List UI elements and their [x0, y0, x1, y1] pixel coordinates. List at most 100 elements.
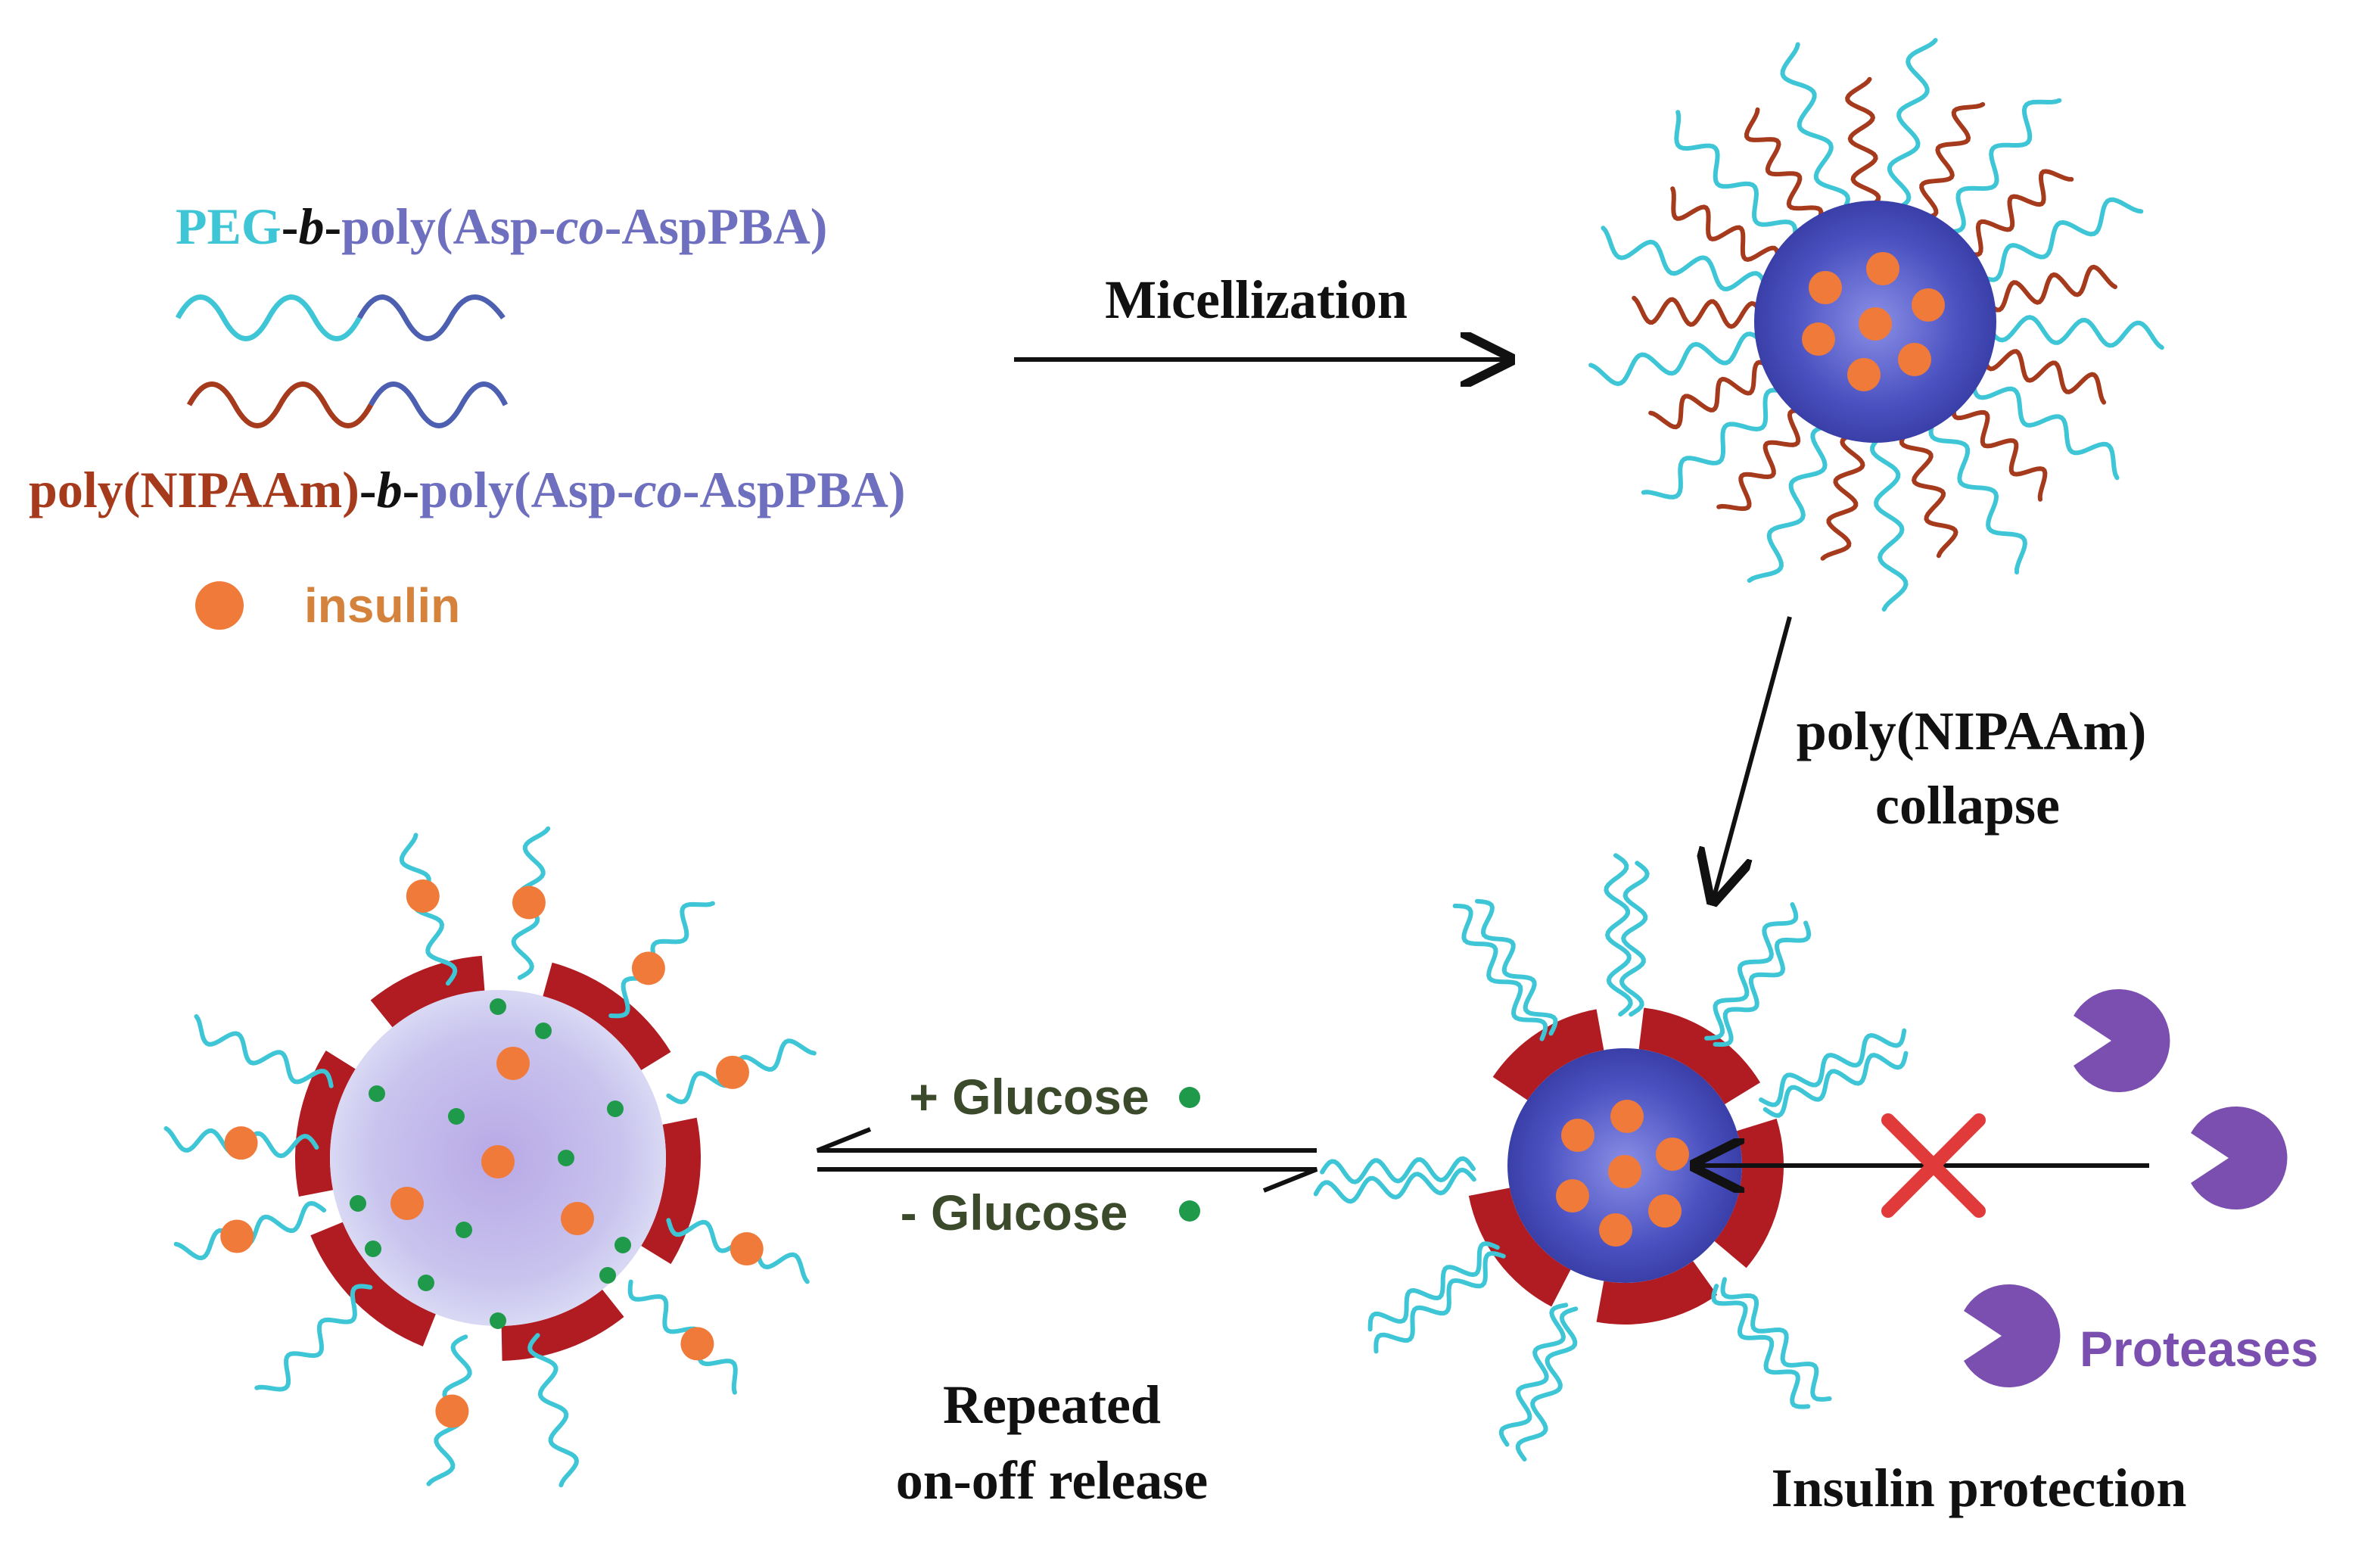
nipaam-chain-swatch-tail	[368, 381, 509, 428]
glucose-molecule	[365, 1240, 381, 1257]
collapse-label-line1: poly(NIPAAm)	[1797, 701, 2147, 761]
micellization-label: Micellization	[1105, 269, 1408, 330]
peg-chain	[254, 1284, 373, 1392]
nipaam-chain	[1984, 264, 2117, 313]
peg-chain	[1367, 1241, 1500, 1332]
glucose-molecule	[418, 1275, 434, 1291]
insulin-particle	[1859, 307, 1892, 341]
peg-chain	[1762, 1051, 1909, 1118]
peg-chain	[1986, 315, 2164, 350]
nipaam-chain	[1716, 408, 1809, 512]
glucose-molecule	[350, 1195, 366, 1212]
peg-chain	[1601, 226, 1769, 291]
insulin-particle	[1912, 288, 1945, 322]
nipaam-chain	[1845, 76, 1881, 211]
minus-glucose-label: - Glucose	[901, 1184, 1128, 1240]
peg-chain	[1870, 432, 1909, 612]
nipaam-chain-swatch	[186, 381, 374, 428]
peg-chain	[194, 1014, 334, 1088]
nipaam-polymer-label: poly(NIPAAm)-b-poly(Asp-co-AspPBA)	[29, 461, 906, 518]
peg-chain	[1711, 1284, 1811, 1409]
nipaam-chain	[1981, 349, 2107, 405]
glucose-icon	[1179, 1200, 1200, 1222]
nipaam-chain	[1670, 186, 1781, 266]
nipaam-chain	[1632, 295, 1765, 329]
glucose-molecule	[599, 1267, 616, 1284]
insulin-particle	[1809, 271, 1842, 304]
protease-icon	[2074, 989, 2170, 1092]
shell-segment	[543, 962, 671, 1070]
micelle-collapsed	[1313, 853, 1909, 1462]
nipaam-chain	[1951, 399, 2048, 502]
nipaam-chain	[1962, 169, 2074, 257]
nipaam-chain	[1744, 107, 1824, 228]
insulin-particle	[481, 1145, 515, 1178]
peg-chain	[1780, 42, 1851, 216]
peg-chain	[1759, 1028, 1907, 1107]
peg-chain	[1320, 1156, 1476, 1184]
peg-chain	[1619, 861, 1650, 1017]
insulin-particle	[1608, 1155, 1641, 1188]
nipaam-chain	[1648, 360, 1775, 430]
shell-segment	[1714, 1118, 1784, 1269]
peg-chain	[1971, 377, 2120, 481]
shell-segment	[641, 1117, 701, 1265]
peg-chain	[1374, 1250, 1506, 1354]
collapse-arrow	[1714, 616, 1792, 897]
blocked-cross-icon	[1881, 1113, 1986, 1218]
insulin-particle	[435, 1394, 469, 1428]
micelle-initial	[1588, 38, 2164, 612]
peg-chain	[1498, 1303, 1569, 1447]
shell-segment	[310, 1222, 436, 1346]
nipaam-chain	[1820, 431, 1865, 561]
glucose-molecule	[558, 1150, 574, 1166]
peg-chain-swatch	[175, 294, 362, 341]
glucose-molecule	[490, 1312, 506, 1329]
insulin-particle	[1648, 1194, 1682, 1228]
collapse-step: poly(NIPAAm) collapse	[1714, 616, 2147, 897]
insulin-particle	[1561, 1119, 1594, 1152]
glucose-molecule	[607, 1100, 624, 1117]
peg-chain	[1475, 898, 1558, 1036]
plus-glucose-label: + Glucose	[909, 1069, 1149, 1125]
insulin-particle	[631, 951, 665, 985]
peg-chain	[1942, 98, 2062, 235]
insulin-particle	[1802, 322, 1835, 356]
insulin-particle	[1656, 1138, 1689, 1171]
insulin-protection-label: Insulin protection	[1772, 1458, 2187, 1518]
equilibrium-arrow-reverse	[816, 1127, 1317, 1153]
insulin-particle	[224, 1126, 258, 1160]
peg-chain	[1713, 920, 1812, 1047]
insulin-particle	[1610, 1100, 1644, 1133]
insulin-particle	[220, 1219, 254, 1253]
insulin-particle	[1599, 1213, 1632, 1247]
shell-segment	[295, 1051, 356, 1197]
insulin-particle	[1847, 358, 1881, 391]
peg-chain	[1928, 416, 2027, 575]
equilibrium-arrow-forward	[817, 1167, 1318, 1193]
micelle-collapsed-corona	[1313, 853, 1909, 1462]
micelle-swollen	[163, 826, 817, 1488]
micelle-collapsed-insulin-cargo	[1556, 1100, 1689, 1247]
shell-segment	[1596, 1261, 1718, 1325]
protease-attack: Proteases	[1699, 989, 2319, 1387]
nipaam-chain	[1899, 427, 1958, 559]
micelle-swollen-corona	[163, 826, 817, 1488]
insulin-particle	[1556, 1179, 1589, 1212]
glucose-molecule	[614, 1237, 631, 1253]
glucose-molecule	[456, 1222, 472, 1238]
peg-chain	[1887, 38, 1938, 213]
peg-chain	[1674, 110, 1798, 244]
repeated-release-label-line1: Repeated	[943, 1374, 1161, 1435]
legend: PEG-b-poly(Asp-co-AspPBA) poly(NIPAAm)-b…	[29, 198, 906, 633]
insulin-particle	[1898, 343, 1931, 376]
peg-chain	[1515, 1306, 1579, 1462]
peg-chain	[527, 1333, 580, 1488]
glucose-molecule	[490, 998, 506, 1015]
nipaam-chain	[1918, 101, 1986, 220]
peg-chain	[1641, 388, 1789, 500]
peg-chain	[1747, 423, 1832, 583]
shell-segment	[1638, 1007, 1761, 1104]
glucose-icon	[1179, 1087, 1200, 1108]
